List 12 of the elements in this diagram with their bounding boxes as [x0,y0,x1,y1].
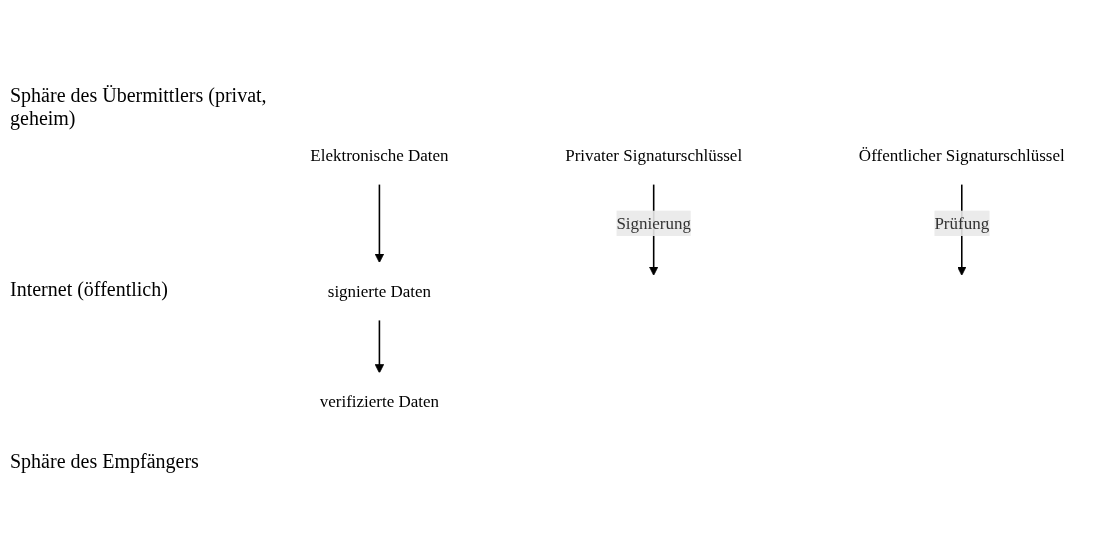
node-text: Privater Signaturschlüssel [565,145,743,164]
arrow [374,319,385,374]
zone-label: Sphäre des Übermittlers (privat, geheim) [10,84,268,131]
edge-label: Prüfung [934,213,990,232]
node-text: verifizierte Daten [319,392,440,411]
zone-label: Internet (öffentlich) [10,278,169,302]
edge-label: Signierung [616,213,691,232]
arrow [374,183,385,263]
node-text: Elektronische Daten [310,145,449,164]
zone-label: Sphäre des Empfängers [10,449,200,473]
node-text: signierte Daten [327,281,432,300]
node-text: Öffentlicher Signaturschlüssel [858,145,1065,164]
